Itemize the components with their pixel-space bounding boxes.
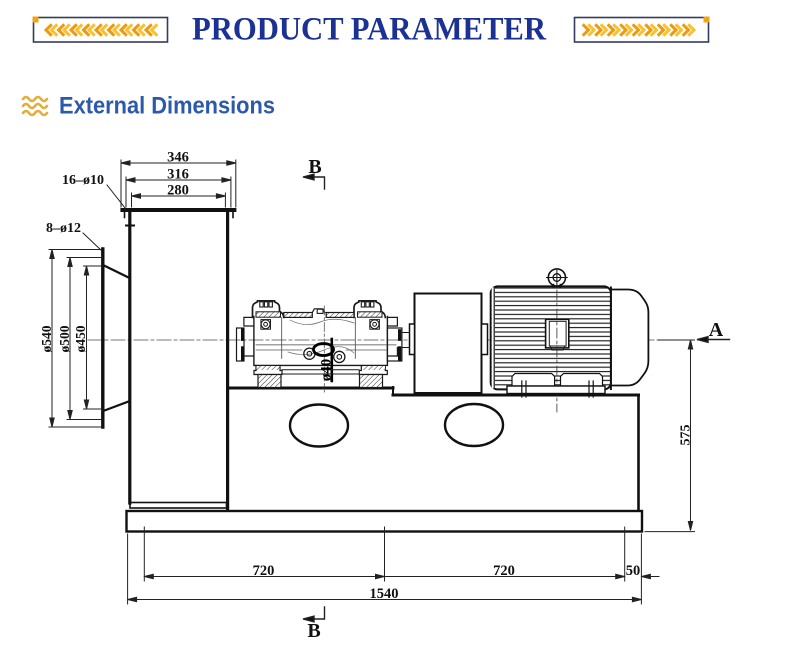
svg-text:PRODUCT PARAMETER: PRODUCT PARAMETER bbox=[192, 12, 547, 48]
svg-text:280: 280 bbox=[167, 183, 189, 199]
svg-text:8–ø12: 8–ø12 bbox=[46, 221, 81, 236]
svg-text:316: 316 bbox=[167, 167, 189, 183]
svg-text:346: 346 bbox=[167, 150, 189, 166]
svg-text:ø40: ø40 bbox=[319, 359, 335, 382]
svg-text:B: B bbox=[308, 156, 321, 178]
svg-text:16–ø10: 16–ø10 bbox=[62, 173, 104, 188]
svg-text:B: B bbox=[307, 620, 320, 642]
svg-text:ø500: ø500 bbox=[57, 325, 72, 352]
svg-text:720: 720 bbox=[493, 563, 515, 579]
svg-text:External Dimensions: External Dimensions bbox=[59, 93, 275, 120]
svg-text:A: A bbox=[709, 319, 724, 341]
svg-text:ø450: ø450 bbox=[73, 325, 88, 352]
svg-text:1540: 1540 bbox=[370, 586, 399, 602]
svg-text:720: 720 bbox=[253, 563, 275, 579]
svg-text:50: 50 bbox=[626, 563, 641, 579]
svg-text:ø540: ø540 bbox=[39, 325, 54, 352]
svg-text:575: 575 bbox=[678, 425, 693, 446]
